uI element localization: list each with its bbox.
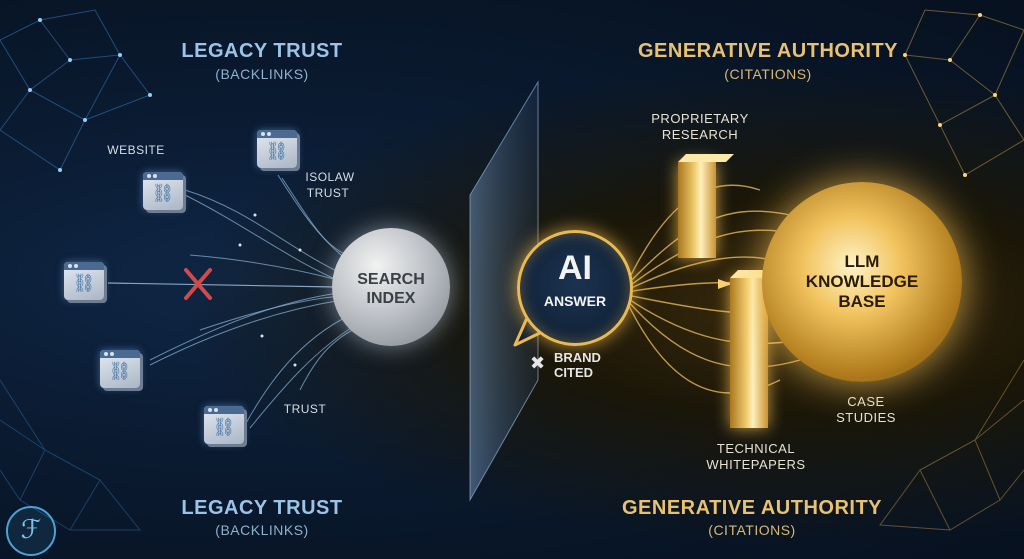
label-isolaw: ISOLAW	[305, 170, 355, 184]
brand-label: BRAND	[554, 350, 601, 365]
llm-line2: KNOWLEDGE	[805, 272, 919, 291]
proprietary-line1: PROPRIETARY	[651, 111, 749, 126]
network-mesh-top-right	[904, 9, 1024, 176]
label-trust: TRUST	[283, 402, 327, 416]
technical-line1: TECHNICAL	[716, 441, 796, 456]
website-node-isolaw: ⛓	[257, 130, 297, 168]
link-icon: ⛓	[108, 361, 132, 382]
generative-title-bottom: GENERATIVE AUTHORITY	[621, 497, 883, 519]
search-index-line2: INDEX	[366, 290, 416, 307]
website-node-website: ⛓	[143, 172, 183, 210]
pillar-technical-whitepapers	[730, 278, 768, 428]
logo-icon: ℱ	[6, 506, 56, 556]
label-website: WEBSITE	[107, 143, 165, 157]
legacy-subtitle: (BACKLINKS)	[215, 66, 309, 82]
case-line1: CASE	[847, 394, 885, 409]
blocked-x-shape	[184, 268, 212, 300]
network-mesh-bottom-left	[0, 379, 142, 531]
website-node-blocked: ⛓	[64, 262, 104, 300]
llm-line3: BASE	[838, 292, 886, 311]
pillar-proprietary-research	[678, 162, 716, 258]
search-index-node: SEARCH INDEX	[332, 228, 450, 346]
cited-label: CITED	[554, 365, 593, 380]
link-icon: ⛓	[72, 273, 96, 294]
backlink-lines	[149, 174, 363, 429]
legacy-subtitle-bottom: (BACKLINKS)	[215, 522, 309, 538]
generative-title: GENERATIVE AUTHORITY	[637, 40, 899, 62]
website-node-trust: ⛓	[204, 406, 244, 444]
link-icon: ⛓	[212, 417, 236, 438]
technical-line2: WHITEPAPERS	[706, 457, 806, 472]
generative-subtitle-bottom: (CITATIONS)	[708, 522, 796, 538]
glass-divider	[469, 80, 539, 502]
generative-subtitle: (CITATIONS)	[724, 66, 812, 82]
answer-label: ANSWER	[543, 293, 607, 309]
llm-line1: LLM	[844, 252, 880, 271]
brand-mark-icon: ✖	[530, 353, 546, 374]
blocked-link-line	[107, 282, 337, 288]
proprietary-line2: RESEARCH	[661, 127, 739, 142]
flow-arrowhead	[718, 279, 732, 289]
label-isolaw-trust: TRUST	[306, 186, 350, 200]
website-node-lower: ⛓	[100, 350, 140, 388]
network-mesh-bottom-right	[879, 359, 1024, 531]
ai-answer-bubble: AI ANSWER	[517, 230, 633, 346]
search-index-line1: SEARCH	[357, 271, 425, 288]
link-icon: ⛓	[265, 141, 289, 162]
legacy-title: LEGACY TRUST	[181, 40, 343, 62]
link-icon: ⛓	[151, 183, 175, 204]
ai-label: AI	[558, 249, 592, 287]
legacy-title-bottom: LEGACY TRUST	[181, 497, 343, 519]
case-line2: STUDIES	[836, 410, 896, 425]
